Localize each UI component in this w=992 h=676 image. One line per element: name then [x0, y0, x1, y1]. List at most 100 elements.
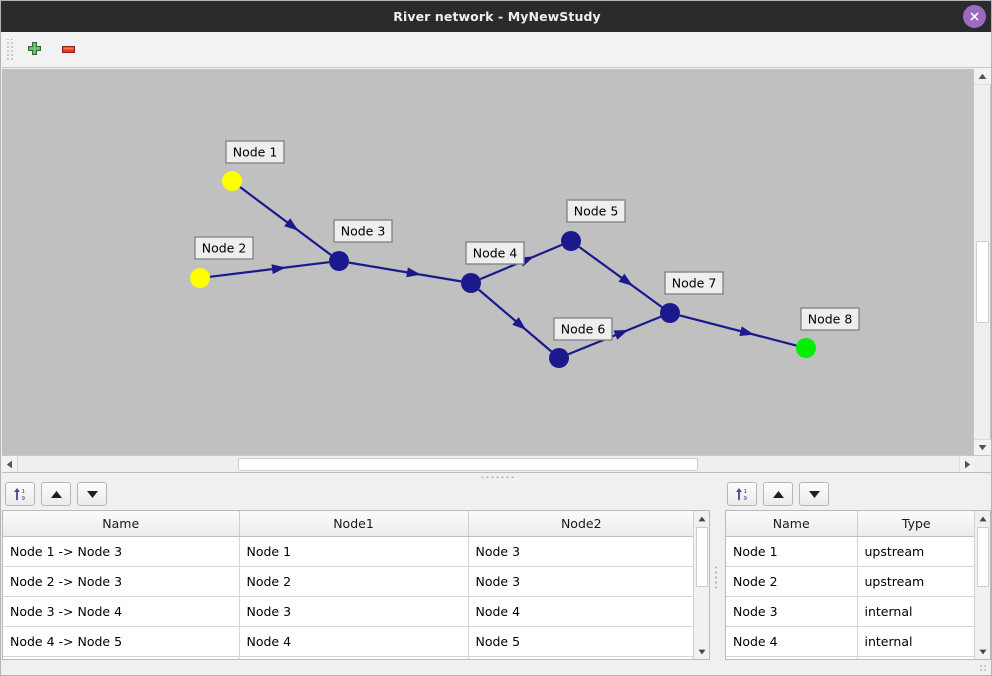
graph-node-node7[interactable]	[660, 303, 680, 323]
reach-table-row[interactable]	[3, 656, 694, 659]
nodes-table-scrollbar[interactable]	[974, 511, 990, 659]
edge-Node1-Node3[interactable]	[239, 186, 332, 256]
reaches-scroll-up-button[interactable]	[694, 511, 709, 526]
cell-node1[interactable]: Node 1	[239, 536, 469, 567]
close-button[interactable]	[963, 5, 986, 28]
edge-Node5-Node7[interactable]	[578, 245, 663, 309]
cell-type[interactable]: internal	[857, 596, 975, 627]
graph-node-node8[interactable]	[796, 338, 816, 358]
graph-horizontal-scrollbar[interactable]	[2, 455, 991, 472]
cell-node1[interactable]: Node 3	[239, 596, 469, 627]
cell-name[interactable]: Node 2	[726, 566, 858, 597]
cell-name[interactable]: Node 3	[726, 596, 858, 627]
cell-name[interactable]: Node 4 -> Node 5	[3, 626, 240, 657]
reaches-move-up-button[interactable]	[41, 482, 71, 506]
graph-vertical-scrollbar[interactable]	[973, 69, 991, 455]
node-label-node6[interactable]: Node 6	[553, 317, 613, 341]
cell-name[interactable]: Node 2 -> Node 3	[3, 566, 240, 597]
cell-type[interactable]	[857, 656, 975, 659]
column-header-node1[interactable]: Node1	[239, 511, 469, 537]
nodes-scroll-up-button[interactable]	[975, 511, 990, 526]
toolbar-drag-handle[interactable]	[5, 38, 14, 61]
edge-Node2-Node3[interactable]	[209, 261, 330, 278]
node-label-node5[interactable]: Node 5	[566, 199, 626, 223]
nodes-table-scroll-thumb[interactable]	[977, 527, 989, 587]
cell-node2[interactable]	[468, 656, 694, 659]
graph-node-node6[interactable]	[549, 348, 569, 368]
edge-Node6-Node7[interactable]	[567, 315, 662, 356]
node-label-node2[interactable]: Node 2	[194, 236, 254, 260]
cell-node1[interactable]: Node 4	[239, 626, 469, 657]
graph-node-node4[interactable]	[461, 273, 481, 293]
cell-node2[interactable]: Node 4	[468, 596, 694, 627]
window-resize-grip[interactable]	[979, 664, 988, 673]
node-label-node7[interactable]: Node 7	[664, 271, 724, 295]
cell-node1[interactable]: Node 2	[239, 566, 469, 597]
reaches-sort-button[interactable]: 1 9	[5, 482, 35, 506]
column-header-type[interactable]: Type	[857, 511, 975, 537]
nodes-move-up-button[interactable]	[763, 482, 793, 506]
graph-node-node1[interactable]	[222, 171, 242, 191]
graph-vscroll-thumb[interactable]	[976, 241, 989, 323]
cell-name[interactable]: Node 1	[726, 536, 858, 567]
cell-name[interactable]: Node 1 -> Node 3	[3, 536, 240, 567]
cell-node2[interactable]: Node 5	[468, 626, 694, 657]
graph-node-node3[interactable]	[329, 251, 349, 271]
cell-name[interactable]	[726, 656, 858, 659]
edge-Node4-Node6[interactable]	[477, 288, 553, 353]
nodes-move-down-button[interactable]	[799, 482, 829, 506]
edge-Node7-Node8[interactable]	[679, 314, 797, 347]
cell-type[interactable]: internal	[857, 626, 975, 657]
add-node-button[interactable]	[20, 36, 48, 64]
scroll-right-button[interactable]	[959, 456, 975, 472]
node-label-node4[interactable]: Node 4	[465, 241, 525, 265]
reaches-scroll-down-button[interactable]	[694, 644, 709, 659]
cell-node2[interactable]: Node 3	[468, 536, 694, 567]
river-network-canvas[interactable]: Node 1 Node 2 Node 3 Node 4 Node 5 Node 6 Node…	[2, 69, 991, 455]
edge-Node3-Node4[interactable]	[348, 261, 462, 283]
cell-type[interactable]: upstream	[857, 566, 975, 597]
graph-hscroll-thumb[interactable]	[238, 458, 698, 471]
nodes-scroll-down-button[interactable]	[975, 644, 990, 659]
column-header-name[interactable]: Name	[726, 511, 858, 537]
node-label-node1[interactable]: Node 1	[225, 140, 285, 164]
scroll-down-button[interactable]	[974, 439, 991, 455]
cell-node1[interactable]	[239, 656, 469, 659]
bottom-panel: 1 9	[2, 480, 991, 675]
nodes-sort-button[interactable]: 1 9	[727, 482, 757, 506]
graph-node-node5[interactable]	[561, 231, 581, 251]
cell-node2[interactable]: Node 3	[468, 566, 694, 597]
cell-name[interactable]: Node 3 -> Node 4	[3, 596, 240, 627]
node-label-node8[interactable]: Node 8	[800, 307, 860, 331]
cell-name[interactable]	[3, 656, 240, 659]
graph-node-node2[interactable]	[190, 268, 210, 288]
scroll-up-button[interactable]	[974, 69, 991, 85]
node-label-node3[interactable]: Node 3	[333, 219, 393, 243]
cell-name[interactable]: Node 4	[726, 626, 858, 657]
scroll-left-button[interactable]	[2, 456, 18, 472]
vertical-splitter[interactable]	[712, 480, 718, 675]
reaches-move-down-button[interactable]	[77, 482, 107, 506]
node-table-row[interactable]	[726, 656, 975, 659]
horizontal-splitter[interactable]	[2, 472, 991, 480]
reaches-table-scroll-thumb[interactable]	[696, 527, 708, 587]
column-header-node2[interactable]: Node2	[468, 511, 694, 537]
remove-node-button[interactable]	[54, 36, 82, 64]
reaches-table-scrollbar[interactable]	[693, 511, 709, 659]
scrollbar-corner	[975, 456, 991, 472]
cell-type[interactable]: upstream	[857, 536, 975, 567]
column-header-name[interactable]: Name	[3, 511, 240, 537]
